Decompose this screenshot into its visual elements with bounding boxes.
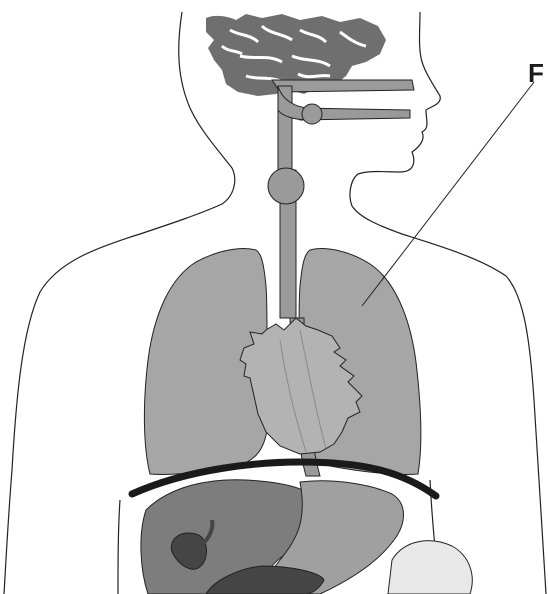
thyroid-bulge bbox=[268, 168, 304, 204]
abdomen bbox=[141, 480, 472, 594]
intestine bbox=[388, 541, 472, 594]
nasal-passage bbox=[272, 80, 414, 92]
larynx bbox=[302, 104, 322, 124]
left-arm-line bbox=[118, 500, 120, 594]
label-f: F bbox=[528, 58, 544, 88]
